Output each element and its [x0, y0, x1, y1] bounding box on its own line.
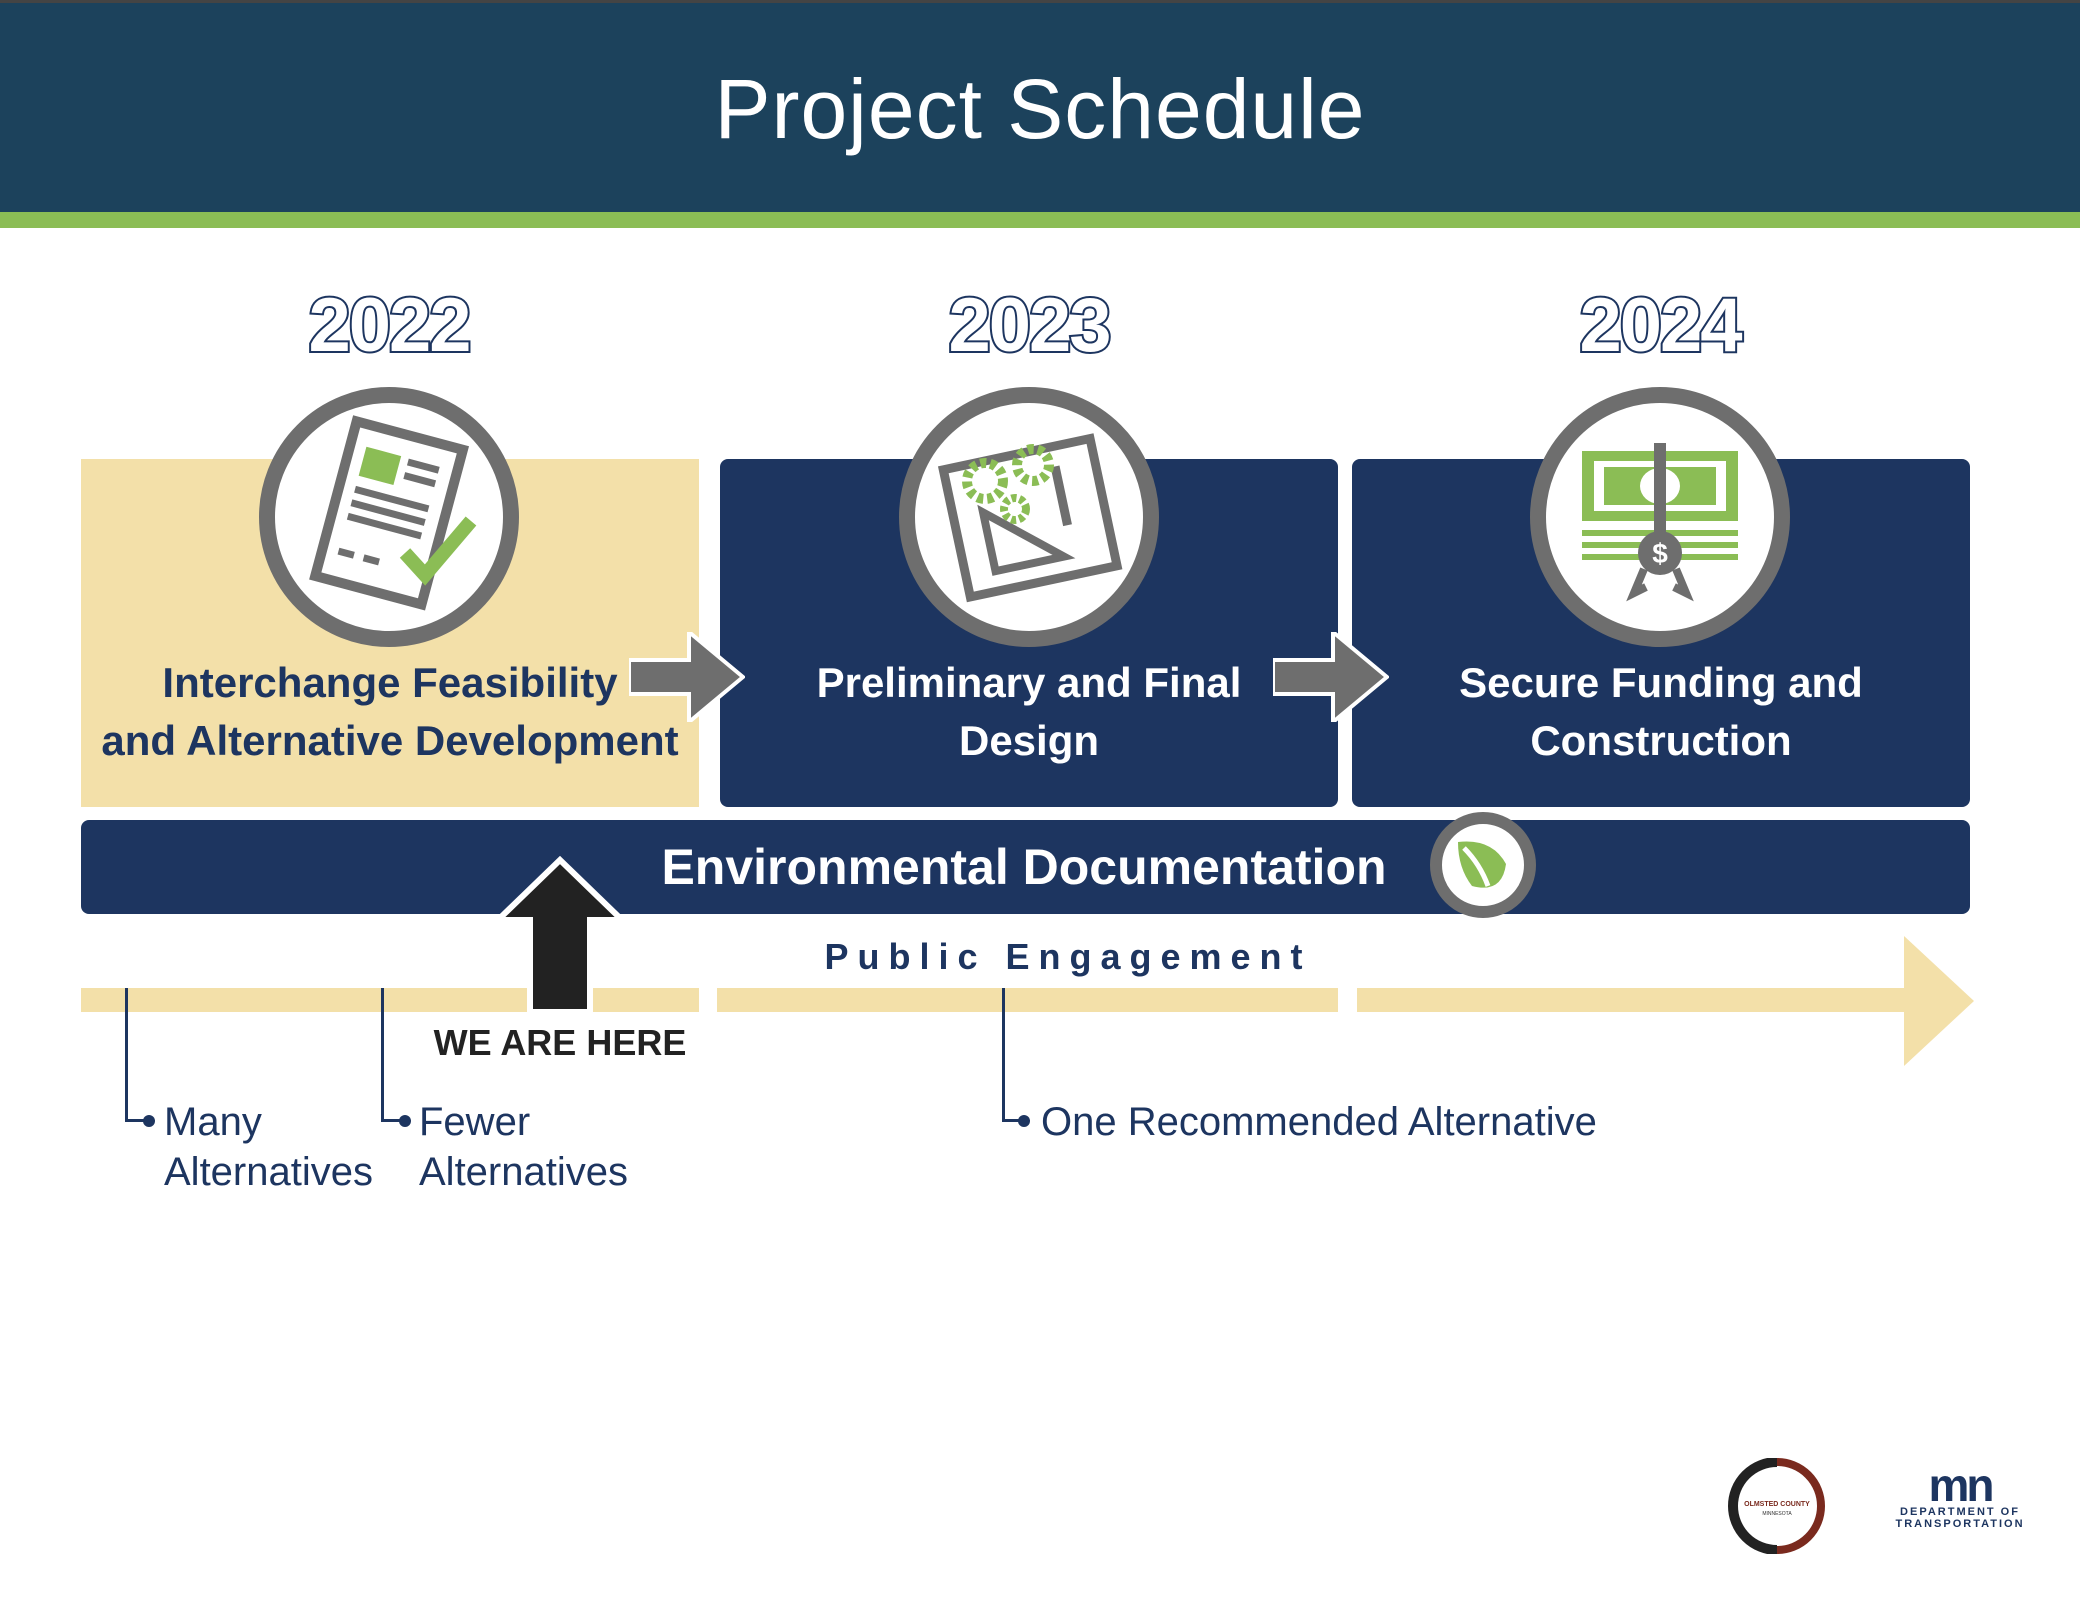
we-are-here-label: WE ARE HERE	[433, 1022, 687, 1063]
engagement-timeline-segment	[717, 988, 1338, 1012]
year-2024: 2024	[1577, 281, 1744, 370]
milestone-connector	[1002, 988, 1005, 1122]
milestone-connector	[125, 1119, 147, 1122]
page-title: Project Schedule	[714, 62, 1366, 156]
design-blueprint-icon	[899, 387, 1159, 647]
year-2023: 2023	[946, 281, 1113, 370]
environmental-label: Environmental Documentation	[661, 839, 1387, 895]
header-accent-bar	[0, 212, 2080, 228]
engagement-timeline-segment	[81, 988, 699, 1012]
phase-label: Design	[958, 717, 1100, 764]
environmental-documentation-bar: Environmental Documentation	[81, 820, 1970, 914]
leaf-icon	[1430, 812, 1536, 918]
milestone-dot	[143, 1115, 155, 1127]
milestone-dot	[399, 1115, 411, 1127]
phase-label: Secure Funding and	[1459, 659, 1863, 706]
timeline-arrowhead-icon	[1904, 936, 1974, 1066]
milestone-connector	[125, 988, 128, 1122]
milestone-connector	[381, 988, 384, 1122]
money-certificate-icon: $	[1530, 387, 1790, 647]
document-check-icon	[259, 387, 519, 647]
phase-label: and Alternative Development	[101, 717, 679, 764]
public-engagement-label: Public Engagement	[824, 936, 1312, 977]
mndot-logo: mn DEPARTMENT OF TRANSPORTATION	[1895, 1459, 2025, 1530]
svg-text:$: $	[1652, 538, 1668, 569]
olmsted-county-logo: OLMSTED COUNTY MINNESOTA	[1726, 1457, 1828, 1555]
phase-label: Interchange Feasibility	[162, 659, 618, 706]
arrow-right-icon	[629, 632, 745, 722]
milestone-connector	[1002, 1119, 1022, 1122]
engagement-timeline-segment	[1357, 988, 1907, 1012]
year-2022: 2022	[306, 281, 473, 370]
milestone-connector	[381, 1119, 403, 1122]
phase-label: Construction	[1530, 717, 1792, 764]
phase-label: Preliminary and Final	[816, 659, 1242, 706]
svg-text:OLMSTED COUNTY: OLMSTED COUNTY	[1744, 1501, 1810, 1508]
header-banner: Project Schedule	[0, 0, 2080, 212]
milestone-dot	[1018, 1115, 1030, 1127]
milestone-one-recommended: One Recommended Alternative	[1041, 1100, 1597, 1144]
arrow-right-icon	[1273, 632, 1389, 722]
we-are-here-arrow-icon	[492, 856, 628, 1015]
svg-text:MINNESOTA: MINNESOTA	[1762, 1511, 1792, 1517]
